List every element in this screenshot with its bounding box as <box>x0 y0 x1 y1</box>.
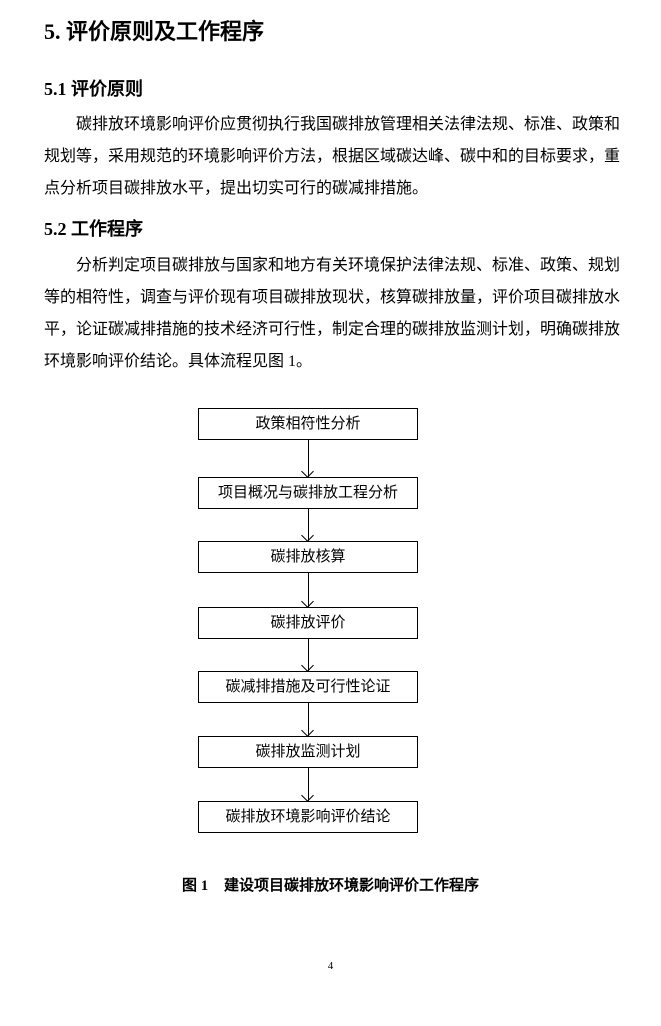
flow-step-3: 碳排放核算 <box>198 541 418 573</box>
flow-step-4: 碳排放评价 <box>198 607 418 639</box>
section-title: 5. 评价原则及工作程序 <box>44 19 265 44</box>
flow-step-6: 碳排放监测计划 <box>198 736 418 768</box>
subsection-title-principles: 5.1 评价原则 <box>44 79 143 99</box>
figure-label: 图 1 <box>181 878 209 894</box>
arrow-down-icon <box>308 573 309 607</box>
figure-caption-text: 建设项目碳排放环境影响评价工作程序 <box>224 878 480 894</box>
flow-step-5: 碳减排措施及可行性论证 <box>198 671 418 703</box>
flow-step-2: 项目概况与碳排放工程分析 <box>198 477 418 509</box>
flow-step-7: 碳排放环境影响评价结论 <box>198 801 418 833</box>
paragraph-principles: 碳排放环境影响评价应贯彻执行我国碳排放管理相关法律法规、标准、政策和规划等，采用… <box>44 116 621 197</box>
arrow-down-icon <box>308 639 309 671</box>
page-number: 4 <box>327 960 334 972</box>
arrow-down-icon <box>308 768 309 801</box>
arrow-down-icon <box>308 703 309 736</box>
figure-caption: 图 1 建设项目碳排放环境影响评价工作程序 <box>0 874 661 895</box>
subsection-title-procedure: 5.2 工作程序 <box>44 219 143 239</box>
paragraph-procedure: 分析判定项目碳排放与国家和地方有关环境保护法律法规、标准、政策、规划等的相符性，… <box>44 257 621 370</box>
flow-step-1: 政策相符性分析 <box>198 408 418 440</box>
arrow-down-icon <box>308 440 309 477</box>
arrow-down-icon <box>308 509 309 541</box>
